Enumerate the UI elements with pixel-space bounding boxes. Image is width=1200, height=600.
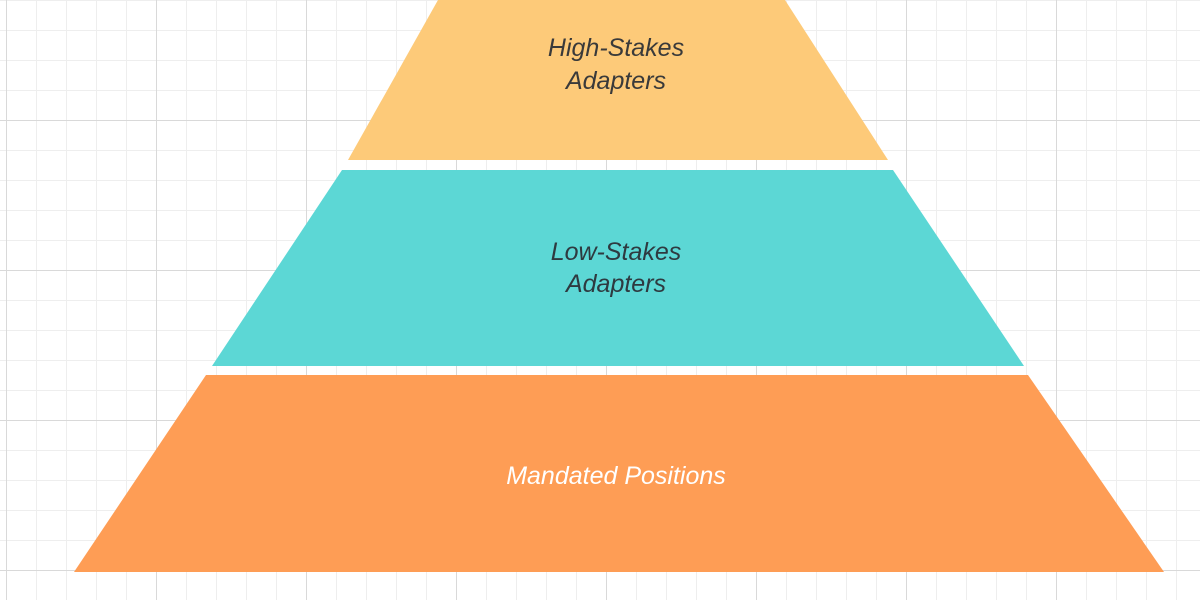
- tier-high-stakes-label-line1: High-Stakes: [548, 34, 684, 62]
- tier-high-stakes-shape[interactable]: [348, 0, 888, 160]
- tier-high-stakes-adapters[interactable]: High-Stakes Adapters: [348, 0, 888, 160]
- tier-mandated-positions[interactable]: Mandated Positions: [74, 375, 1164, 572]
- tier-mandated-positions-label: Mandated Positions: [506, 462, 726, 490]
- tier-mandated-positions-shape[interactable]: [74, 375, 1164, 572]
- tier-high-stakes-label-line2: Adapters: [564, 67, 666, 95]
- tier-low-stakes-shape[interactable]: [212, 170, 1024, 366]
- tier-low-stakes-label-line1: Low-Stakes: [551, 238, 682, 266]
- tier-low-stakes-label-line2: Adapters: [564, 270, 666, 298]
- tier-low-stakes-adapters[interactable]: Low-Stakes Adapters: [212, 170, 1024, 366]
